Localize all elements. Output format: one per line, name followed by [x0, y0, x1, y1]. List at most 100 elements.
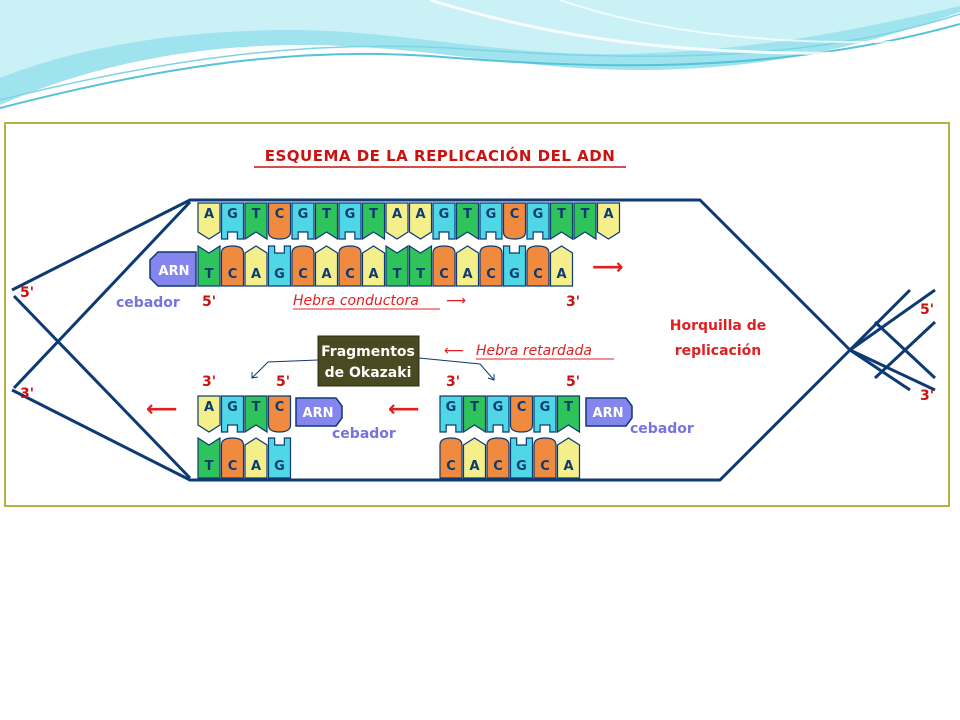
base-C-letter: C	[517, 400, 527, 415]
base-A-letter: A	[251, 267, 261, 282]
leading-strand-arrow: ⟶	[446, 293, 466, 309]
fork-label-line-1: Horquilla de	[670, 318, 766, 334]
base-T-tile	[385, 244, 409, 287]
primer-tag-okazaki-right	[585, 397, 633, 427]
primer-okazaki-left: ARN	[295, 397, 343, 427]
strand-line-lower	[11, 348, 911, 482]
header-waves	[0, 0, 960, 109]
base-G-letter: G	[509, 267, 520, 282]
fork-cross-a	[849, 288, 936, 352]
diagram-title: ESQUEMA DE LA REPLICACIÓN DEL ADN	[265, 146, 616, 165]
base-C-letter: C	[228, 267, 238, 282]
base-G-letter: G	[227, 207, 238, 222]
okazaki-right-3: 3'	[446, 374, 460, 390]
base-C-tile	[267, 395, 292, 433]
leading-end-3: 3'	[566, 294, 580, 310]
lagging-strand-arrow: ⟵	[444, 343, 464, 359]
base-G-tile	[479, 202, 503, 240]
fork-label-line-2: replicación	[675, 343, 761, 359]
base-C-letter: C	[493, 459, 503, 474]
strand-line-upper	[11, 198, 912, 352]
base-T-letter: T	[581, 207, 590, 222]
end-label-left-5: 5'	[20, 285, 34, 301]
base-A-tile	[549, 245, 574, 287]
base-T-tile	[573, 202, 597, 241]
primer-caption-leading: cebador	[116, 295, 180, 311]
base-A-tile	[361, 245, 386, 287]
okazaki-pointer-right-head	[487, 374, 495, 381]
base-T-letter: T	[393, 267, 402, 282]
base-G-letter: G	[345, 207, 356, 222]
base-G-tile	[509, 437, 534, 479]
base-G-tile	[502, 245, 527, 287]
base-A-tile	[462, 437, 487, 479]
primer-okazaki-right: ARN	[585, 397, 633, 427]
base-G-letter: G	[540, 400, 551, 415]
okazaki-label-line-1: Fragmentos	[321, 344, 415, 360]
base-G-tile	[486, 395, 510, 433]
primer-caption-okazaki-right: cebador	[630, 421, 694, 437]
base-G-letter: G	[274, 459, 285, 474]
fork-cross-b	[849, 348, 936, 392]
base-C-letter: C	[446, 459, 456, 474]
base-C-tile	[509, 395, 534, 433]
okazaki-label-box	[317, 335, 420, 387]
base-T-letter: T	[205, 267, 214, 282]
base-C-letter: C	[510, 207, 520, 222]
okazaki-right-5: 5'	[566, 374, 580, 390]
base-A-tile	[244, 245, 268, 287]
base-A-letter: A	[469, 459, 479, 474]
base-G-letter: G	[516, 459, 527, 474]
okazaki-left-5: 5'	[276, 374, 290, 390]
base-C-tile	[291, 245, 315, 287]
primer-caption-okazaki-left: cebador	[332, 426, 396, 442]
base-A-letter: A	[556, 267, 566, 282]
base-C-tile	[486, 437, 510, 479]
base-G-tile	[220, 395, 245, 433]
base-A-tile	[244, 437, 268, 479]
base-C-tile	[432, 245, 456, 287]
base-T-letter: T	[463, 207, 472, 222]
okazaki-left-3: 3'	[202, 374, 216, 390]
base-C-tile	[267, 202, 292, 240]
base-A-letter: A	[563, 459, 573, 474]
base-C-tile	[220, 437, 245, 479]
base-T-letter: T	[564, 400, 573, 415]
dna-strand-lines	[11, 198, 937, 482]
base-G-letter: G	[493, 400, 504, 415]
base-A-letter: A	[415, 207, 425, 222]
base-T-letter: T	[416, 267, 425, 282]
base-G-tile	[291, 202, 315, 240]
leading-direction-arrow: ⟶	[592, 255, 624, 280]
base-G-letter: G	[227, 400, 238, 415]
base-C-letter: C	[439, 267, 449, 282]
base-A-letter: A	[392, 207, 402, 222]
primer-tag-leading-text: ARN	[159, 264, 190, 279]
base-C-letter: C	[540, 459, 550, 474]
primer-tag-leading	[149, 251, 197, 287]
end-label-right-5: 5'	[920, 302, 934, 318]
base-T-letter: T	[322, 207, 331, 222]
base-A-letter: A	[321, 267, 331, 282]
base-A-tile	[314, 245, 339, 287]
base-T-tile	[314, 202, 339, 241]
base-C-tile	[526, 245, 550, 287]
header-wave-line-1	[0, 23, 960, 109]
leading-start-5: 5'	[202, 294, 216, 310]
strand-cross-b	[12, 200, 192, 390]
base-A-letter: A	[204, 207, 214, 222]
primer-leading: ARN	[149, 251, 197, 287]
base-G-letter: G	[274, 267, 285, 282]
base-C-letter: C	[533, 267, 543, 282]
base-T-tile	[549, 202, 574, 241]
okazaki-pointer-arrows	[251, 357, 495, 381]
base-T-letter: T	[252, 207, 261, 222]
header-wave-light	[0, 0, 960, 78]
base-G-tile	[432, 202, 456, 240]
base-T-letter: T	[205, 459, 214, 474]
lagging-strand-label: Hebra retardada	[476, 343, 592, 359]
base-T-letter: T	[470, 400, 479, 415]
header-wave-line-4	[559, 0, 960, 44]
